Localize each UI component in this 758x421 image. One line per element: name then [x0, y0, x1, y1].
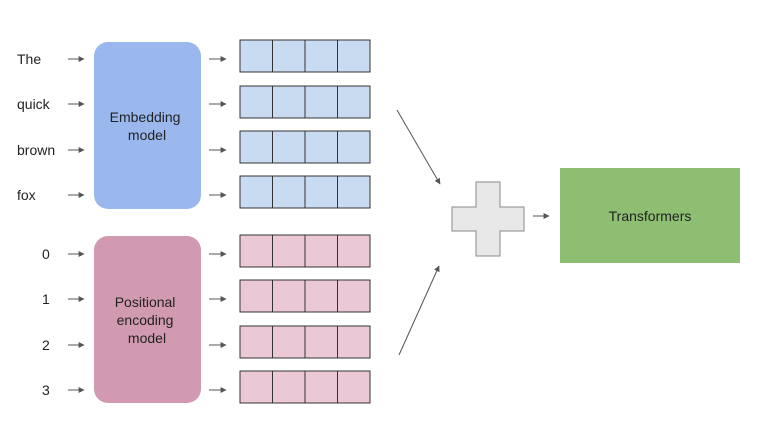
vector-cell [239, 325, 273, 359]
vector-cell [337, 370, 371, 404]
token-labels: The quick brown fox [17, 51, 55, 203]
embedding-model-label: Embedding model [110, 109, 185, 143]
vector-cell [239, 279, 273, 313]
embedding-model-label-line: Embedding [110, 109, 181, 125]
vector-cell [304, 175, 338, 209]
vector-cell [337, 234, 371, 268]
embedding-vectors [239, 39, 371, 209]
positional-vector [239, 370, 371, 404]
vector-cell [272, 234, 306, 268]
embedding-vector [239, 130, 371, 164]
vector-cell [304, 85, 338, 119]
input-arrows [68, 56, 85, 393]
vector-cell [272, 325, 306, 359]
token-label: quick [17, 96, 51, 112]
positional-vector [239, 234, 371, 268]
transformers-label: Transformers [609, 208, 692, 224]
vector-cell [239, 130, 273, 164]
vector-cell [304, 234, 338, 268]
token-label: fox [17, 187, 36, 203]
token-label: brown [17, 142, 55, 158]
vector-cell [272, 85, 306, 119]
positional-to-sum-arrow [398, 265, 440, 356]
vector-cell [272, 39, 306, 73]
positional-model-label-line: model [128, 330, 166, 346]
vector-cell [304, 39, 338, 73]
embedding-vector [239, 175, 371, 209]
vector-cell [337, 279, 371, 313]
plus-icon [451, 181, 525, 257]
vector-cell [239, 175, 273, 209]
positional-vectors [239, 234, 371, 404]
vector-cell [304, 325, 338, 359]
vector-cell [337, 39, 371, 73]
embedding-model-box [94, 42, 201, 209]
vector-cell [239, 39, 273, 73]
embedding-to-sum-arrow [396, 109, 441, 185]
vector-cell [239, 370, 273, 404]
positional-model-label-line: Positional [115, 294, 176, 310]
embedding-vector [239, 85, 371, 119]
vector-cell [304, 370, 338, 404]
vector-cell [337, 130, 371, 164]
positional-model-label: Positional encoding model [115, 294, 180, 346]
vector-cell [304, 279, 338, 313]
embedding-model-label-line: model [128, 127, 166, 143]
positional-vector [239, 279, 371, 313]
positional-vector [239, 325, 371, 359]
vector-cell [272, 130, 306, 164]
vector-cell [304, 130, 338, 164]
model-output-arrows [209, 56, 227, 393]
vector-cell [272, 175, 306, 209]
vector-cell [272, 370, 306, 404]
position-label: 2 [42, 337, 50, 353]
token-label: The [17, 51, 41, 67]
embedding-vector [239, 39, 371, 73]
vector-cell [337, 85, 371, 119]
positional-model-label-line: encoding [117, 312, 174, 328]
transformers-box [560, 168, 740, 263]
vector-cell [337, 325, 371, 359]
vector-cell [337, 175, 371, 209]
position-label: 0 [42, 246, 50, 262]
vector-cell [239, 85, 273, 119]
position-label: 1 [42, 291, 50, 307]
vector-cell [239, 234, 273, 268]
vector-cell [272, 279, 306, 313]
position-label: 3 [42, 382, 50, 398]
position-labels: 0 1 2 3 [42, 246, 50, 398]
positional-encoding-model-box [94, 236, 201, 403]
